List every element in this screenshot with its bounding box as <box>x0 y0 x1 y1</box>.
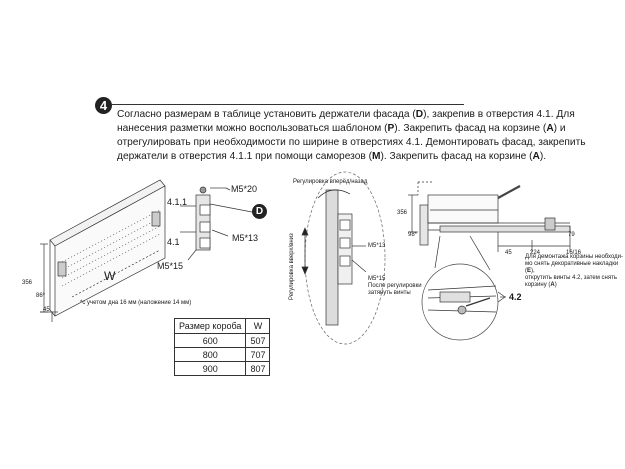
note-line: Для демонтажа корзины необходи- <box>525 254 624 260</box>
label-adjust-front-back: Регулировка вперёд/назад <box>293 179 368 185</box>
instruction-key-a: A <box>546 123 554 134</box>
dim-79: 79 <box>568 232 575 238</box>
note-line: открутить винты 4.2, затем снять <box>525 275 617 281</box>
instruction-part: ). Закрепить фасад на корзине ( <box>394 123 547 134</box>
dim-356-left: 356 <box>22 280 33 286</box>
table-cell: 900 <box>173 361 247 376</box>
instruction-part: ). Закрепить фасад на корзине ( <box>380 151 533 162</box>
label-screw-m520: M5*20 <box>231 184 258 194</box>
dim-356-right: 356 <box>397 210 408 216</box>
instruction-part: ). <box>539 151 547 162</box>
table-cell: 800 <box>173 347 247 362</box>
label-screw-m515: M5*15 <box>157 261 184 271</box>
label-part-d: D <box>252 204 267 219</box>
table-cell: 507 <box>245 333 271 348</box>
side-view-drawing <box>301 171 386 345</box>
step-header-rule <box>112 104 464 105</box>
instruction-text: Согласно размерам в таблице установить д… <box>117 108 617 164</box>
dim-45-right: 45 <box>505 250 512 256</box>
footnote: *с учетом дна 16 мм (наложение 14 мм) <box>80 300 192 306</box>
size-table: Размер короба W 600 507 800 707 900 807 <box>173 318 271 376</box>
dim-16-16: 16/16 <box>566 250 582 256</box>
table-header-cell: Размер короба <box>173 318 247 334</box>
table-cell: 807 <box>245 361 271 376</box>
instruction-part: ), закрепив в отверстия 4.1. Для нанесен… <box>117 109 575 134</box>
instruction-key-d: D <box>415 109 424 120</box>
label-hole-41: 4.1 <box>167 237 180 247</box>
note-line: корзину ( <box>525 282 551 288</box>
label-screw-42: 4.2 <box>509 292 522 302</box>
note-tighten-line2: затянуть винты <box>368 290 411 296</box>
label-width-w: W <box>104 269 116 283</box>
table-cell: 600 <box>173 333 247 348</box>
holder-detail-drawing <box>180 186 253 261</box>
dim-224: 224 <box>530 250 541 256</box>
dim-98: 98* <box>408 232 418 238</box>
instruction-key-p: P <box>387 123 395 134</box>
table-row: 800 707 <box>173 347 271 362</box>
instruction-part: Согласно размерам в таблице установить д… <box>117 109 416 120</box>
instruction-key-m: M <box>372 151 381 162</box>
table-header-row: Размер короба W <box>173 318 271 334</box>
dim-86: 86* <box>36 293 46 299</box>
table-header-cell: W <box>245 318 271 334</box>
note-line: мо снять декоративные накладки ( <box>525 261 619 274</box>
note-line: ) <box>554 282 557 288</box>
label-screw-m513-mid: M5*13 <box>368 243 386 249</box>
note-line: ), <box>531 268 535 274</box>
drawer-elevation-drawing <box>408 181 571 271</box>
table-row: 600 507 <box>173 333 271 348</box>
label-hole-411: 4.1.1 <box>167 197 188 207</box>
label-adjust-up-down: Регулировка вверх/вниз <box>289 233 295 300</box>
screw-detail-drawing <box>421 263 506 341</box>
table-cell: 707 <box>245 347 271 362</box>
step-number-badge: 4 <box>95 97 112 114</box>
instruction-key-a: A <box>532 151 540 162</box>
label-screw-m515-mid: M5*15 <box>368 276 386 282</box>
note-key-e: E <box>527 268 532 274</box>
instruction-part: ) и отрегулировать при необходимости по … <box>117 123 586 162</box>
note-key-a: A <box>550 282 555 288</box>
note-tighten-line1: После регулировки <box>368 283 422 289</box>
dim-45-left: 45 <box>43 307 50 313</box>
table-row: 900 807 <box>173 361 271 376</box>
label-screw-m513: M5*13 <box>232 233 259 243</box>
removal-note: Для демонтажа корзины необходи- мо снять… <box>525 254 625 289</box>
facade-panel-drawing <box>40 179 166 322</box>
